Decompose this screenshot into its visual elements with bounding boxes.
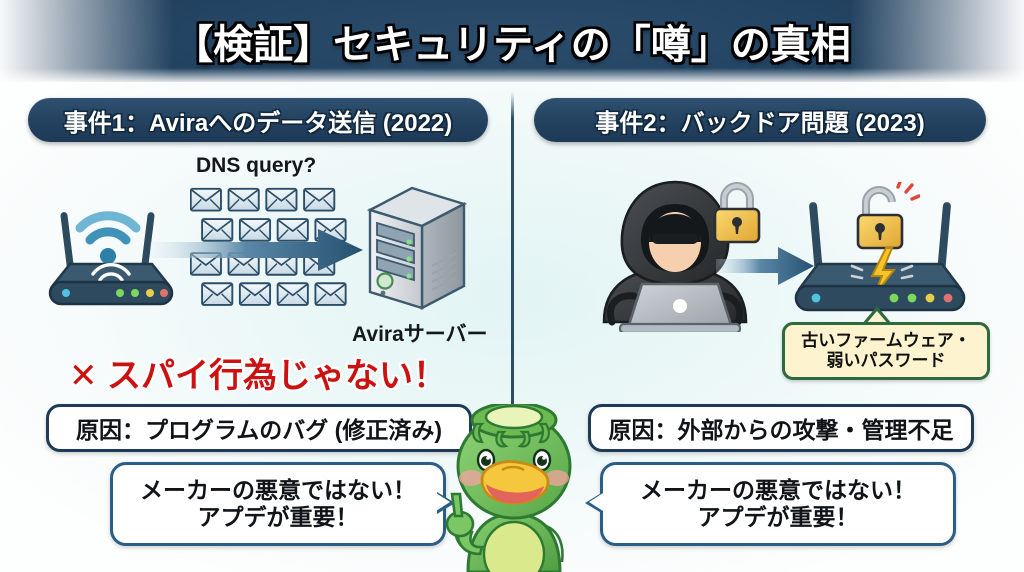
- speech-bubble-left-tail-inner: [436, 493, 450, 511]
- hooded-hacker-icon: [602, 180, 748, 332]
- server-tower-icon: [366, 186, 468, 310]
- speech-bubble-left: メーカーの悪意ではない！ アプデが重要！: [110, 462, 446, 546]
- vulnerability-callout-line2: 弱いパスワード: [826, 351, 946, 370]
- padlock-open-icon: [856, 182, 920, 250]
- panel-divider: [511, 92, 514, 532]
- section-heading-case2: 事件2：バックドア問題 (2023): [534, 98, 986, 142]
- cause-box-case1-label: 原因：プログラムのバグ (修正済み): [75, 417, 443, 443]
- right-arrow-icon: [150, 229, 363, 271]
- dns-query-label: DNS query?: [196, 154, 317, 177]
- section-heading-case2-label: 事件2：バックドア問題 (2023): [595, 109, 925, 137]
- lightning-bolt-icon: [850, 247, 914, 297]
- speech-bubble-right: メーカーの悪意ではない！ アプデが重要！: [600, 462, 956, 546]
- page-title: 【検証】セキュリティの「噂」の真相: [173, 23, 851, 67]
- kappa-mascot: [445, 404, 572, 572]
- section-heading-case1: 事件1：Aviraへのデータ送信 (2022): [28, 98, 488, 142]
- speech-bubble-left-line1: メーカーの悪意ではない！: [140, 476, 416, 503]
- laptop-icon: [618, 282, 742, 332]
- vulnerability-callout: 古いファームウェア・ 弱いパスワード: [782, 322, 990, 380]
- speech-bubble-right-line2: アプデが重要！: [697, 504, 859, 530]
- speech-bubble-right-line1: メーカーの悪意ではない！: [640, 476, 916, 503]
- title-banner: 【検証】セキュリティの「噂」の真相: [0, 0, 1024, 82]
- section-heading-case1-label: 事件1：Aviraへのデータ送信 (2022): [63, 109, 453, 137]
- padlock-closed-icon: [713, 182, 761, 244]
- spy-warning-text: ✕ スパイ行為じゃない！: [69, 356, 447, 395]
- cause-box-case2-label: 原因：外部からの攻撃・管理不足: [608, 417, 954, 443]
- server-label: Aviraサーバー: [352, 323, 488, 346]
- right-arrow-icon: [716, 247, 814, 285]
- vulnerability-callout-line1: 古いファームウェア・: [801, 330, 971, 350]
- wifi-router-icon: [794, 202, 966, 312]
- callout-pointer-inner: [865, 311, 889, 325]
- speech-bubble-left-line2: アプデが重要！: [197, 504, 359, 530]
- cause-box-case1: 原因：プログラムのバグ (修正済み): [46, 404, 472, 452]
- wifi-router-icon: [48, 211, 174, 306]
- speech-bubble-right-tail-inner: [589, 493, 603, 511]
- cause-box-case2: 原因：外部からの攻撃・管理不足: [588, 404, 974, 452]
